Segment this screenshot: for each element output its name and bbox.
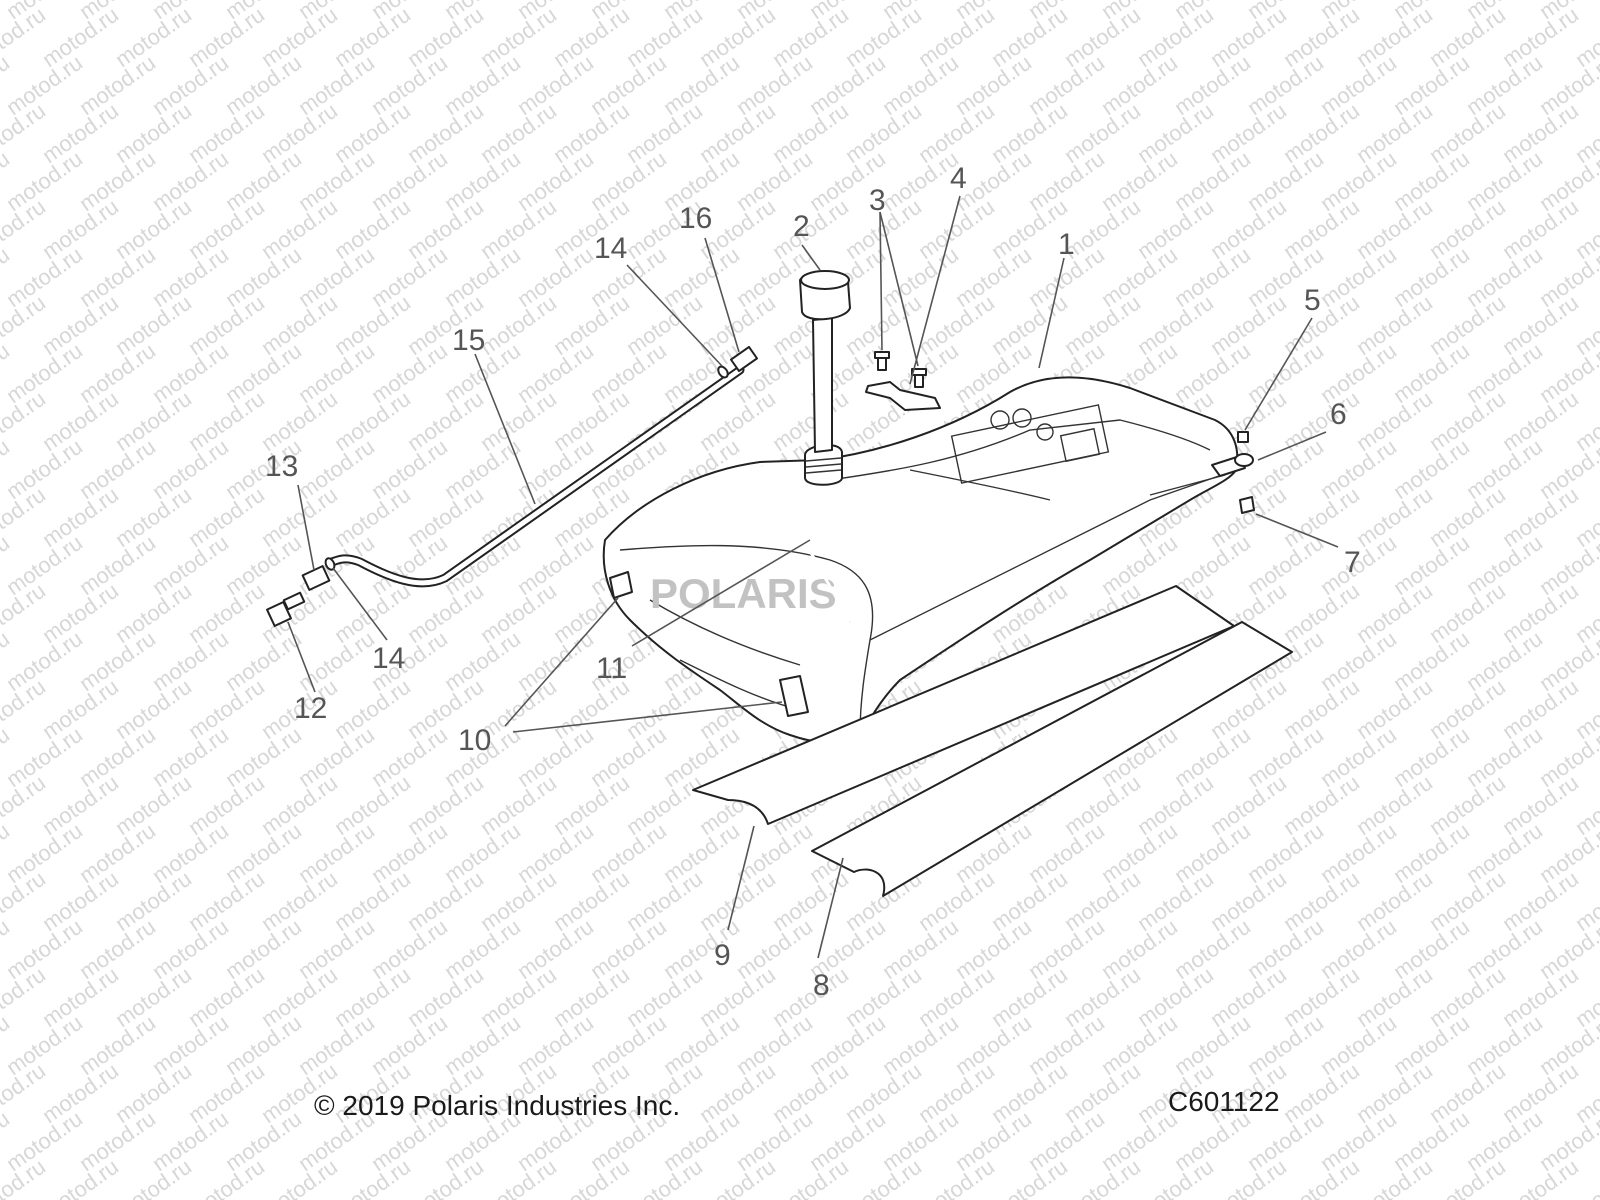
callout-4: 4	[950, 162, 967, 195]
leader-lines	[287, 195, 1339, 959]
pad-9	[692, 585, 1235, 825]
callout-3: 3	[869, 184, 886, 217]
fitting	[717, 345, 759, 379]
tank-brand-mark: POLARIS	[650, 570, 837, 617]
washer	[1234, 453, 1254, 467]
callout-2: 2	[793, 210, 810, 243]
screws	[874, 351, 927, 388]
copyright-notice: © 2019 Polaris Industries Inc.	[314, 1090, 681, 1121]
pad-8	[811, 621, 1293, 897]
callout-9: 9	[714, 939, 731, 972]
vent-hose	[327, 365, 745, 588]
callout-13: 13	[265, 450, 298, 483]
callout-15: 15	[452, 324, 485, 357]
callout-8: 8	[813, 969, 830, 1002]
bracket	[865, 381, 941, 411]
fuel-cap	[799, 270, 851, 486]
elbow-fitting	[266, 557, 336, 627]
tab-left	[609, 571, 633, 599]
callout-6: 6	[1330, 398, 1347, 431]
callout-labels: 1 2 3 4 5 6 7 8 9 10 11 12 13 14 14 15 1…	[265, 162, 1361, 1002]
callout-16: 16	[679, 202, 712, 235]
callout-10: 10	[458, 724, 491, 757]
callout-5: 5	[1304, 284, 1321, 317]
callout-14-bottom: 14	[372, 642, 405, 675]
tab-right	[779, 675, 809, 717]
nut	[1237, 431, 1249, 443]
callout-11: 11	[596, 652, 627, 685]
drawing-number: C601122	[1168, 1086, 1280, 1117]
callout-7: 7	[1344, 546, 1361, 579]
callout-1: 1	[1058, 228, 1075, 261]
callout-12: 12	[294, 692, 327, 725]
callout-14-top: 14	[594, 232, 627, 265]
